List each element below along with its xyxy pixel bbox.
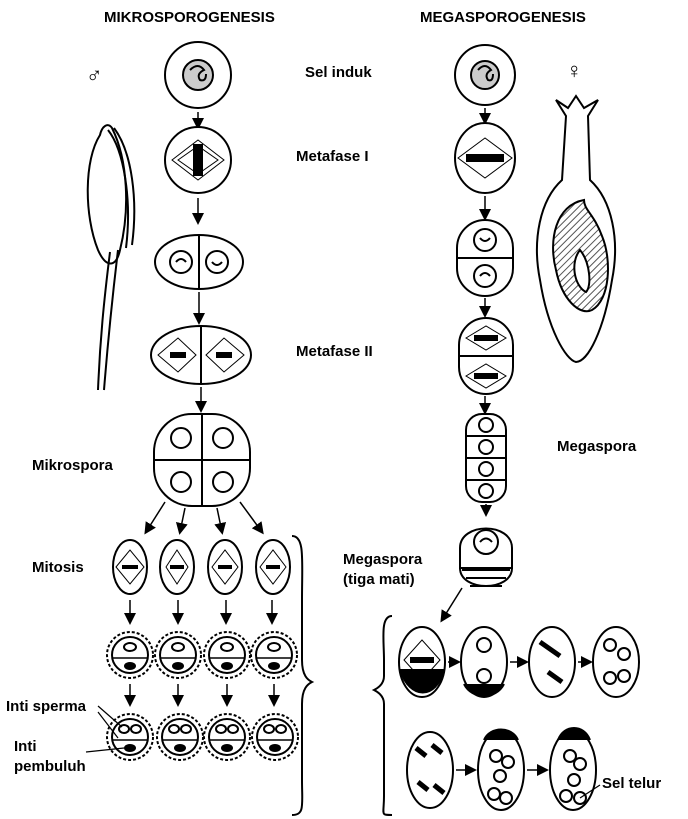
mikro-mother-cell	[165, 42, 231, 108]
megaspora-functional	[460, 529, 512, 587]
mega-dyad	[457, 220, 513, 296]
stamen-illustration	[88, 125, 135, 390]
brace-left-group	[292, 536, 312, 815]
pistil-illustration	[537, 96, 615, 362]
pollen-row-2	[107, 714, 298, 760]
megaspora-tetrad	[466, 414, 506, 502]
mega-mother-cell	[455, 45, 515, 105]
mikro-metafase-1-cell	[165, 127, 231, 193]
mikrospora-tetrad	[154, 414, 250, 506]
mega-metafase-1-cell	[455, 123, 515, 193]
embryo-sac-row-2	[407, 728, 596, 810]
pollen-arrows	[130, 684, 274, 704]
brace-right-group	[374, 616, 392, 815]
mikro-dyad	[155, 235, 243, 289]
pollen-row-1	[107, 632, 297, 678]
mitosis-arrows	[130, 600, 272, 622]
mega-metafase-2	[459, 318, 513, 394]
mitosis-cells	[113, 540, 290, 594]
mikro-metafase-2	[151, 326, 251, 384]
